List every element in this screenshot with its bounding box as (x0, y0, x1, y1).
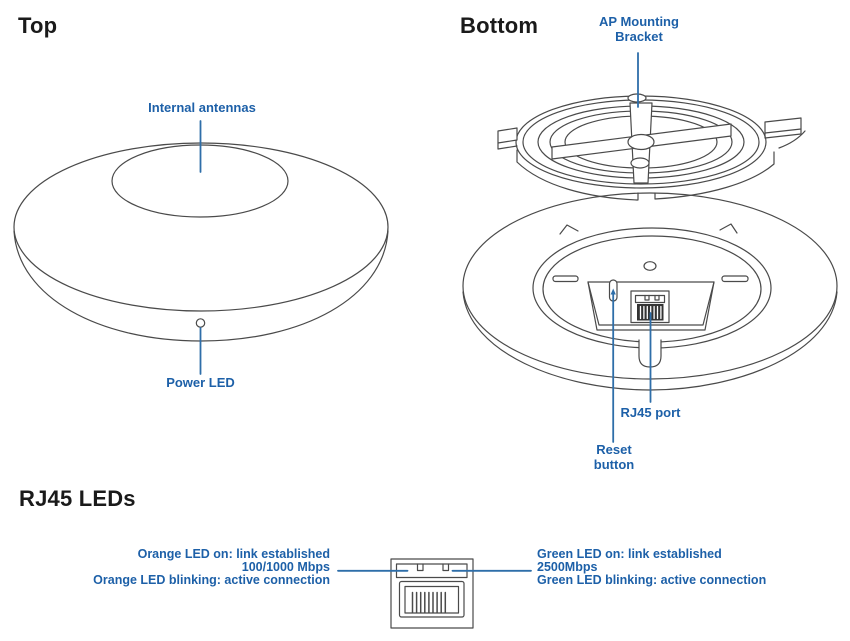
power-led-label: Power LED (166, 375, 235, 390)
orange-led-legend: Orange LED on: link established 100/1000… (58, 547, 330, 588)
rj45-port-label: RJ45 port (620, 405, 681, 420)
leader-lines (199, 52, 652, 572)
rj45-connector-illustration (390, 558, 474, 629)
power-led-dot (195, 318, 206, 328)
green-led-line-2: 2500Mbps (537, 560, 598, 575)
orange-led-line-2: 100/1000 Mbps (241, 560, 330, 575)
rj45-leds-heading: RJ45 LEDs (19, 486, 136, 511)
ap-mounting-bracket-label: AP Mounting Bracket (599, 14, 679, 44)
orange-led-line-3: Orange LED blinking: active connection (93, 573, 330, 588)
mounting-bracket-illustration (497, 93, 806, 201)
green-led-line-1: Green LED on: link established (537, 547, 722, 561)
green-led-legend: Green LED on: link established 2500Mbps … (537, 547, 827, 588)
green-led-line-3: Green LED blinking: active connection (537, 573, 767, 588)
internal-antennas-label: Internal antennas (148, 100, 256, 115)
bottom-view-heading: Bottom (460, 13, 539, 38)
top-view-heading: Top (18, 13, 58, 38)
reset-leader-arrow (610, 288, 616, 295)
orange-led-line-1: Orange LED on: link established (137, 547, 330, 561)
reset-button-label: Reset button (593, 442, 635, 472)
